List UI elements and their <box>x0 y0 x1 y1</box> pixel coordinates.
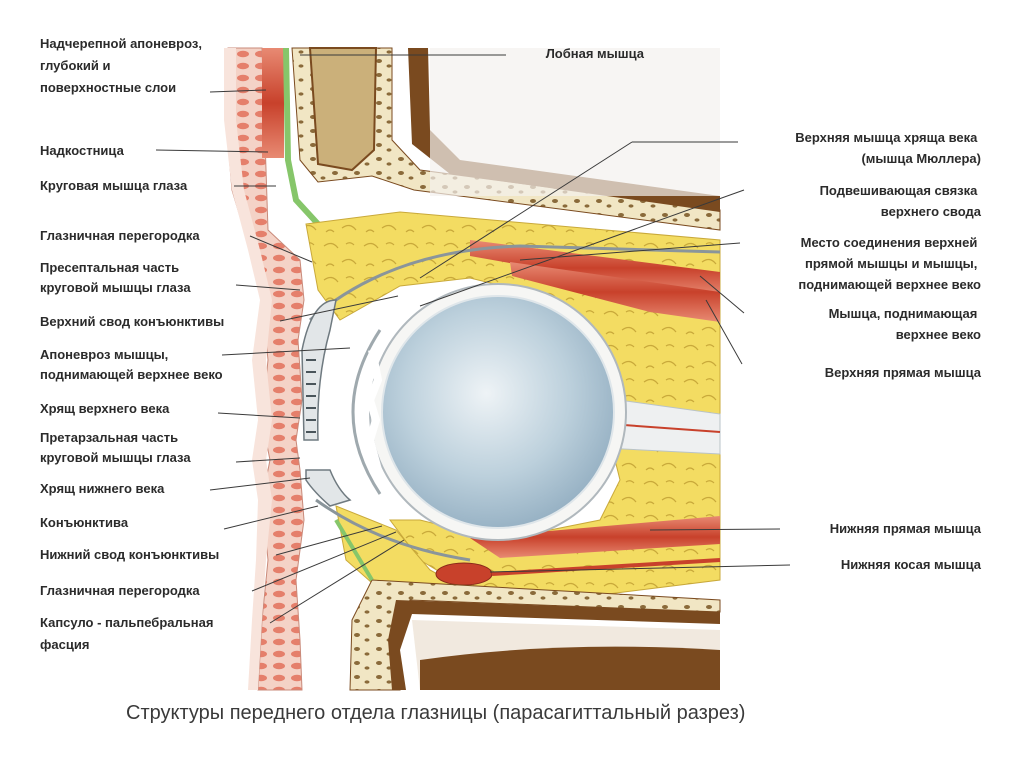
label-aponeurosis: Надчерепной апоневроз, глубокий и поверх… <box>40 36 206 95</box>
leader-lines <box>155 54 791 624</box>
cornea <box>351 329 382 495</box>
diagram-caption: Структуры переднего отдела глазницы (пар… <box>126 702 746 724</box>
central-retinal-artery <box>609 423 721 433</box>
inferior-rectus-muscle <box>470 516 720 558</box>
label-septum-upper: Глазничная перегородка <box>40 228 200 243</box>
frontal-sinus <box>308 47 378 172</box>
meibomian-glands-upper <box>306 359 316 433</box>
label-junction: Место соединения верхней прямой мышцы и … <box>798 235 981 292</box>
label-frontalis: Лобная мышца <box>546 46 645 61</box>
label-lower-tarsus: Хрящ нижнего века <box>40 481 165 496</box>
frontalis-muscle <box>262 48 284 158</box>
superior-rectus-muscle <box>510 262 720 322</box>
label-inferior-rectus: Нижняя прямая мышца <box>830 521 982 536</box>
inferior-oblique-tendon <box>491 558 721 576</box>
frontal-bone <box>291 47 721 231</box>
label-superior-rectus: Верхняя прямая мышца <box>825 365 982 380</box>
lower-tarsus-plate <box>305 469 352 507</box>
label-pretarsal: Претарзальная часть круговой мышцы глаза <box>40 430 191 465</box>
label-lower-fornix: Нижний свод конъюнктивы <box>40 547 219 562</box>
conjunctiva-lower-line <box>315 498 471 562</box>
label-upper-fornix: Верхний свод конъюнктивы <box>40 314 224 329</box>
label-inferior-oblique: Нижняя косая мышца <box>841 557 982 572</box>
left-labels: Надчерепной апоневроз, глубокий и поверх… <box>40 36 224 652</box>
right-labels: Лобная мышца Верхняя мышца хряща века (м… <box>546 46 982 572</box>
label-periosteum: Надкостница <box>40 143 125 158</box>
label-upper-tarsus: Хрящ верхнего века <box>40 401 170 416</box>
outer-skin <box>224 48 272 690</box>
periosteum-lower <box>334 518 374 582</box>
anatomy <box>224 47 721 691</box>
maxillary-sinus-floor <box>420 646 720 690</box>
label-preseptal: Пресептальная часть круговой мышцы глаза <box>40 260 191 295</box>
eyeball <box>381 295 615 529</box>
label-conjunctiva: Конъюнктива <box>40 515 129 530</box>
upper-tarsus-plate <box>301 299 337 441</box>
label-muller: Верхняя мышца хряща века (мышца Мюллера) <box>795 130 981 166</box>
label-suspensory: Подвешивающая связка верхнего свода <box>820 183 982 219</box>
background-plate <box>430 48 720 196</box>
maxillary-cortex <box>388 600 720 690</box>
label-septum-lower: Глазничная перегородка <box>40 583 200 598</box>
inferior-oblique-muscle <box>435 562 493 586</box>
iris-lens <box>365 349 383 472</box>
label-capsulopalpebral: Капсуло - пальпебральная фасция <box>40 615 217 652</box>
levator-muscle <box>470 240 720 296</box>
label-levator-aponeurosis: Апоневроз мышцы, поднимающей верхнее век… <box>40 347 223 382</box>
label-levator: Мышца, поднимающая верхнее веко <box>829 306 981 342</box>
label-orbicularis: Круговая мышца глаза <box>40 178 188 193</box>
